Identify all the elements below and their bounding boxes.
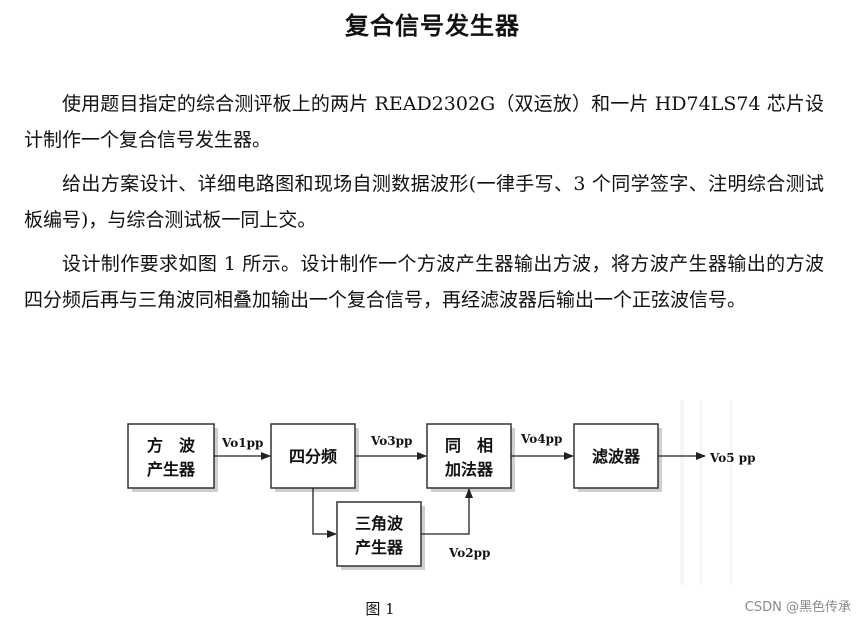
source-watermark: CSDN @黑色传承 xyxy=(744,600,851,615)
page-title: 复合信号发生器 xyxy=(345,12,520,40)
block-triangle-line2: 产生器 xyxy=(355,538,404,557)
block-square-wave-generator: 方 波 产生器 xyxy=(127,423,218,492)
block-square-wave-line2: 产生器 xyxy=(147,460,196,479)
signal-connectors xyxy=(214,452,706,538)
block-adder-line1: 同 相 xyxy=(445,436,493,455)
block-triangle-wave-generator: 三角波 产生器 xyxy=(336,501,425,570)
signal-label-vo2pp: Vo2pp xyxy=(448,546,490,560)
block-divide-by-four: 四分频 xyxy=(270,423,359,492)
block-divider-label: 四分频 xyxy=(289,447,337,466)
block-filter-label: 滤波器 xyxy=(592,447,641,466)
signal-label-vo1pp: Vo1pp xyxy=(221,436,263,450)
paragraph-3: 设计制作要求如图 1 所示。设计制作一个方波产生器输出方波，将方波产生器输出的方… xyxy=(24,253,824,311)
block-non-inverting-adder: 同 相 加法器 xyxy=(426,423,515,492)
connector-triangle-to-adder xyxy=(421,488,473,535)
block-triangle-line1: 三角波 xyxy=(355,514,404,533)
block-adder-line2: 加法器 xyxy=(444,460,494,479)
background-dot-texture xyxy=(680,400,732,585)
document-body: 使用题目指定的综合测评板上的两片 READ2302G（双运放）和一片 HD74L… xyxy=(24,86,824,326)
paragraph-1: 使用题目指定的综合测评板上的两片 READ2302G（双运放）和一片 HD74L… xyxy=(24,93,824,151)
paragraph-2: 给出方案设计、详细电路图和现场自测数据波形(一律手写、3 个同学签字、注明综合测… xyxy=(24,173,824,231)
signal-label-vo3pp: Vo3pp xyxy=(370,434,412,448)
signal-label-vo4pp: Vo4pp xyxy=(520,432,562,446)
figure-caption: 图 1 xyxy=(365,600,395,618)
connector-divider-to-triangle xyxy=(312,488,337,538)
block-square-wave-line1: 方 波 xyxy=(147,436,196,455)
block-filter: 滤波器 xyxy=(573,423,662,492)
signal-label-vo5pp: Vo5 pp xyxy=(709,451,756,465)
block-diagram: 方 波 产生器 四分频 同 相 加法器 滤波器 三角波 产生器 Vo1pp Vo… xyxy=(127,400,756,585)
